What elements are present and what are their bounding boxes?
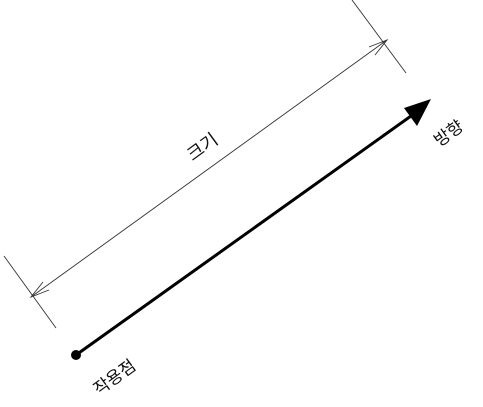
point-of-application-dot [71, 350, 81, 360]
force-vector [75, 109, 419, 357]
dimension-line [30, 39, 388, 298]
magnitude-label: 크기 [183, 129, 222, 165]
point-of-application-label: 작용점 [90, 356, 140, 400]
extension-line-end [351, 0, 407, 74]
direction-label: 방향 [431, 117, 468, 152]
extension-line-start [3, 255, 57, 329]
dimension-arrow-end [368, 38, 389, 56]
force-vector-arrowhead [404, 99, 431, 126]
dimension-arrow-start [29, 281, 50, 299]
